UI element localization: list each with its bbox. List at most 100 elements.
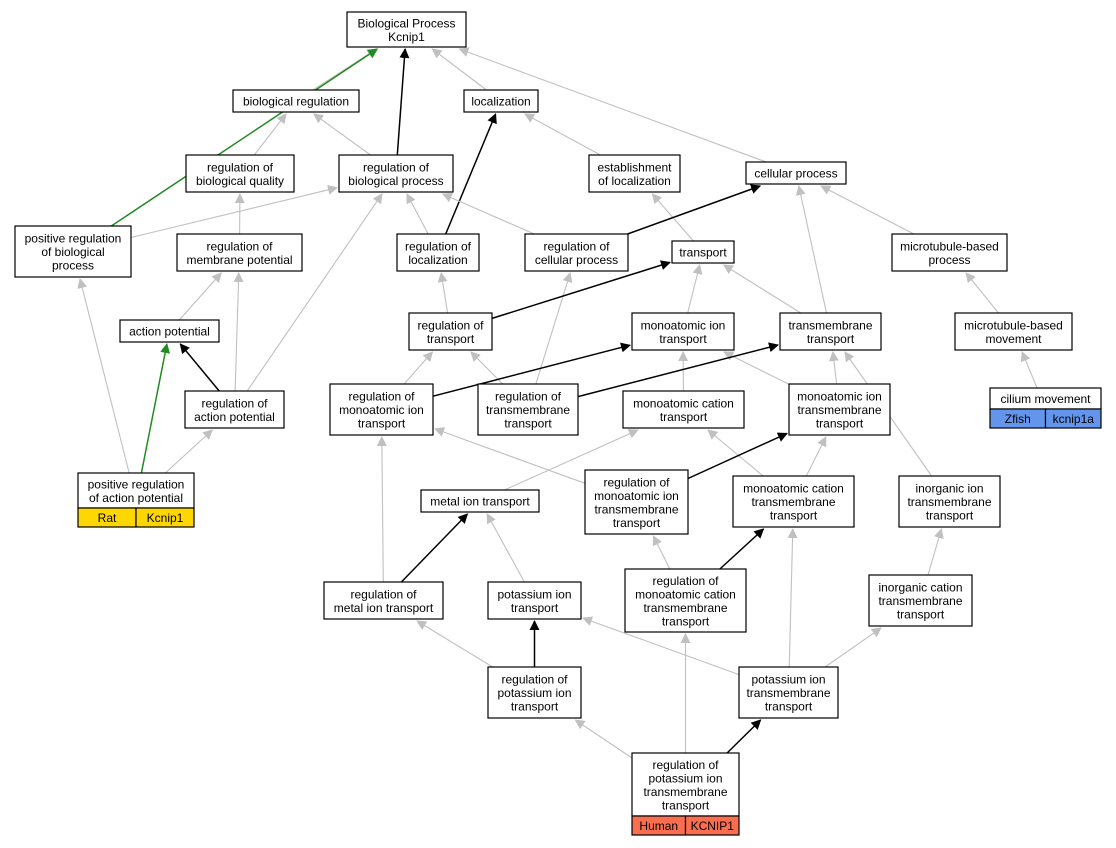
term-label-line: monoatomic cation [633,396,734,410]
term-box [671,240,735,264]
term-box [487,581,582,620]
term-label-line: monoatomic ion [594,489,679,503]
term-label-line: action potential [129,325,210,339]
edge-reg_transmembrane_transport-to-transmembrane_transport [577,342,779,398]
gene-symbol-label: Kcnip1 [147,511,184,525]
term-label-line: biological quality [196,174,284,188]
term-node-localization[interactable]: localization [463,89,539,113]
term-label-line: potassium ion [751,673,825,687]
edge-monoatomic_ion_tm_transport-to-monoatomic_ion_transport [723,351,790,385]
term-label-line: transmembrane [594,502,678,516]
term-label-line: transport [897,608,945,622]
edge-reg_cellular_process-to-reg_bio_process [441,193,535,235]
term-label-line: regulation of [652,758,719,772]
edge-pos_reg_bio_process-to-reg_bio_process [130,184,338,239]
edge-potassium_ion_tm_transport-to-monoatomic_cation_tm_transport [787,528,798,668]
edge-pos_reg_action_potential-to-action_potential [140,343,171,474]
gene-symbol-label: KCNIP1 [691,819,735,833]
term-label-line: regulation of [543,239,610,253]
term-label-line: transport [662,798,710,812]
term-box [738,666,839,719]
edge-monoatomic_ion_transport-to-transport [687,264,703,314]
edge-localization-to-bp [431,48,487,91]
term-label-line: cilium movement [1000,392,1091,406]
edge-cilium_movement-to-microtubule_movement [1020,351,1038,389]
term-label-line: membrane potential [186,253,292,267]
term-box [420,489,540,513]
edge-cellular_process-to-bp [458,47,767,163]
term-label-line: regulation of [417,318,484,332]
term-label-line: establishment [597,160,672,174]
term-box [954,312,1073,351]
edge-action_potential-to-reg_membrane_potential [178,272,222,321]
edge-reg_bio_process-to-bio_reg [313,113,371,156]
term-node-metal_ion_transport[interactable]: metal ion transport [420,489,540,513]
term-label-line: biological process [348,174,443,188]
term-label-line: monoatomic ion [339,403,424,417]
term-label-line: monoatomic cation [743,482,844,496]
term-label-line: of action potential [89,491,183,505]
term-label-line: regulation of [495,390,562,404]
term-box [184,390,285,429]
edge-reg_localization-to-localization [445,113,497,235]
term-label-line: process [928,253,970,267]
term-box [524,233,629,272]
term-node-action_potential[interactable]: action potential [119,319,220,343]
term-label-line: transport [511,601,559,615]
edge-reg_action_potential-to-action_potential [179,343,220,392]
term-node-transport[interactable]: transport [671,240,735,264]
term-box [232,89,360,113]
term-label-line: transmembrane [643,601,727,615]
term-label-line: monoatomic cation [635,587,736,601]
gene-symbol-cell [135,507,195,528]
term-label-line: transport [660,410,708,424]
term-node-bio_reg[interactable]: biological regulation [232,89,360,113]
edge-reg_metal_ion_transport-to-metal_ion_transport [400,513,469,583]
term-label-line: regulation of [652,574,719,588]
term-box [868,574,973,627]
term-box [631,752,740,817]
edge-pos_reg_action_potential-to-reg_action_potential [165,429,213,474]
term-box [119,319,220,343]
edge-potassium_ion_tm_transport-to-inorganic_cation_tm_transport [824,627,882,668]
term-label-line: transport [770,509,818,523]
edge-inorganic_cation_tm_transport-to-inorganic_ion_tm_transport [927,528,944,576]
term-label-line: transmembrane [788,318,872,332]
edge-microtubule_movement-to-microtubule_process [965,272,999,314]
term-node-cellular_process[interactable]: cellular process [745,161,847,185]
term-label-line: transport [358,417,406,431]
edge-reg_monoatomic_ion_transport-to-reg_transport [403,351,434,385]
term-label-line: cellular process [754,167,837,181]
